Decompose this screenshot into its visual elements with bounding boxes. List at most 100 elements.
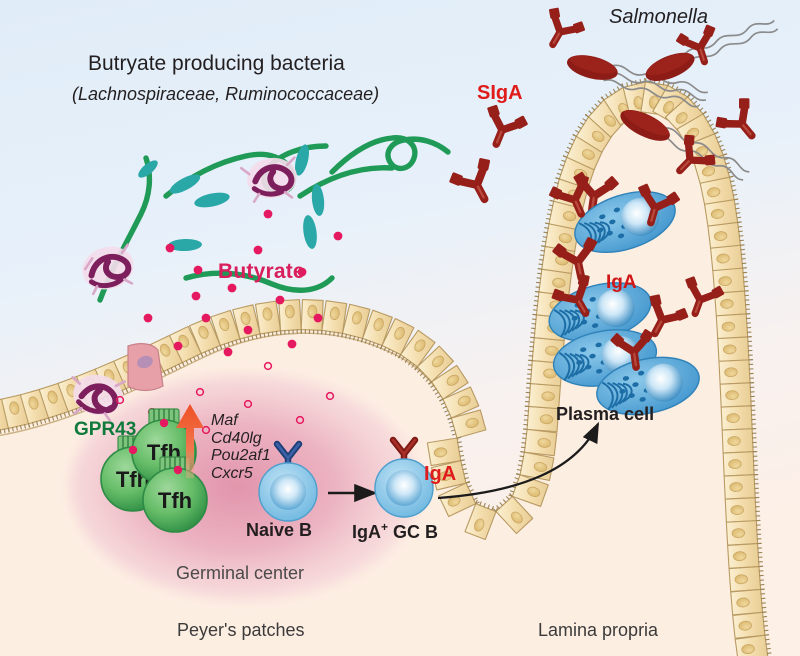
butyrate-molecule — [263, 209, 273, 219]
brush-border — [360, 337, 383, 350]
brush-border — [755, 519, 762, 545]
epithelial-cell — [428, 364, 469, 402]
epithelial-cell — [724, 496, 761, 523]
butyrate-molecule — [263, 361, 273, 371]
butyrate-bound-to-gpr43 — [128, 418, 183, 475]
siga-label: SIgA — [477, 82, 523, 104]
brush-border — [428, 381, 444, 402]
epithelial-cell — [524, 382, 561, 410]
epithelial-cell — [732, 611, 770, 639]
epithelial-cell — [188, 317, 223, 358]
epithelial-cell — [439, 386, 480, 421]
epithelial-cell — [430, 459, 471, 491]
butyrate-molecule — [191, 291, 201, 301]
epithelial-cell — [278, 299, 303, 335]
iga-antibody — [685, 276, 725, 318]
m-cell — [127, 343, 164, 392]
figure-title: Butryate producing bacteria — [88, 52, 345, 75]
lamina-propria-label: Lamina propria — [538, 620, 659, 640]
epithelial-cell — [720, 405, 757, 431]
iga-antibody — [638, 183, 680, 227]
epithelial-cell — [493, 493, 534, 535]
siga-antibody — [715, 98, 756, 140]
butyrate-molecule — [143, 313, 153, 323]
iga-antibody — [649, 294, 689, 338]
butyrate-molecule — [227, 283, 237, 293]
epithelial-cell — [717, 336, 754, 363]
brush-border — [764, 634, 772, 654]
epithelial-cell — [447, 409, 487, 440]
epithelial-cell — [728, 565, 765, 593]
epithelial-cell — [232, 304, 262, 343]
iga-label-plasma: IgA — [606, 272, 637, 293]
plasma-cell-label: Plasma cell — [556, 404, 655, 424]
epithelial-cell — [719, 382, 756, 408]
epithelial-cell — [320, 300, 348, 338]
gene-upregulation-arrow — [176, 404, 204, 478]
bacteria-coiled-purple — [71, 156, 297, 422]
germinal-center-label: Germinal center — [176, 563, 305, 583]
nucleus — [596, 289, 635, 328]
nucleus — [621, 198, 660, 237]
figure-subtitle: (Lachnospiraceae, Ruminococcaceae) — [72, 84, 380, 104]
butyrate-molecule — [195, 387, 205, 397]
brush-border — [460, 459, 471, 484]
epithelial-cell — [715, 313, 752, 340]
salmonella-group — [567, 19, 779, 181]
naive-b-cell — [258, 440, 318, 522]
epithelial-cell — [522, 405, 560, 433]
brush-border — [760, 588, 767, 613]
epithelial-cell — [397, 329, 436, 371]
brush-border — [341, 332, 364, 343]
gcb-prefix: IgA — [352, 522, 381, 542]
siga-antibody — [449, 158, 491, 204]
plasma-cell — [596, 356, 700, 416]
iga-antibodies-lamina-propria — [549, 174, 725, 371]
epithelial-cell — [727, 542, 764, 569]
butyrate-producing-bacteria — [71, 135, 451, 435]
salmonella-bacterium — [567, 55, 709, 108]
epithelial-cell — [414, 345, 455, 385]
salmonella-label: Salmonella — [609, 6, 708, 28]
tfh-label: Tfh — [158, 488, 192, 513]
gpr43-label: GPR43 — [74, 419, 137, 440]
iga-gc-b-label: IgA+ GC B — [352, 520, 438, 543]
butyrate-molecules — [115, 209, 343, 435]
bacteria-rod-teal — [138, 144, 325, 252]
epithelial-cell — [734, 634, 772, 656]
epithelial-cell — [341, 303, 371, 343]
butyrate-molecule — [313, 313, 323, 323]
brush-border — [259, 330, 282, 339]
iga-antibody — [551, 274, 590, 317]
butyrate-molecule — [325, 391, 335, 401]
butyrate-molecule — [201, 425, 211, 435]
siga-antibody — [549, 7, 585, 49]
epithelial-cell — [300, 299, 324, 335]
ribosomes — [619, 370, 651, 402]
epithelial-cell — [464, 499, 498, 541]
siga-antibody — [487, 104, 528, 148]
gene-cd40lg: Cd40lg — [211, 429, 262, 447]
butyrate-molecule — [295, 415, 305, 425]
epithelial-cell — [723, 473, 760, 500]
butyrate-molecule — [165, 243, 175, 253]
siga-antibody — [676, 134, 716, 175]
butyrate-molecule — [275, 295, 285, 305]
brush-border — [687, 93, 707, 115]
butyrate-molecule — [333, 231, 343, 241]
epithelial-cell — [710, 244, 747, 272]
butyrate-molecule — [297, 267, 307, 277]
butyrate-molecule — [287, 339, 297, 349]
butyrate-molecule — [253, 245, 263, 255]
epithelial-cell — [718, 359, 755, 385]
epithelial-cell — [360, 309, 393, 350]
gene-cxcr5: Cxcr5 — [211, 464, 253, 482]
epithelial-cell — [725, 519, 762, 546]
brush-border — [28, 417, 51, 428]
upregulated-gene-list: Maf Cd40lg Pou2af1 Cxcr5 — [211, 412, 271, 482]
epithelial-cell — [730, 588, 767, 616]
iga-antibody — [552, 237, 598, 282]
butyrate-molecule — [201, 313, 211, 323]
